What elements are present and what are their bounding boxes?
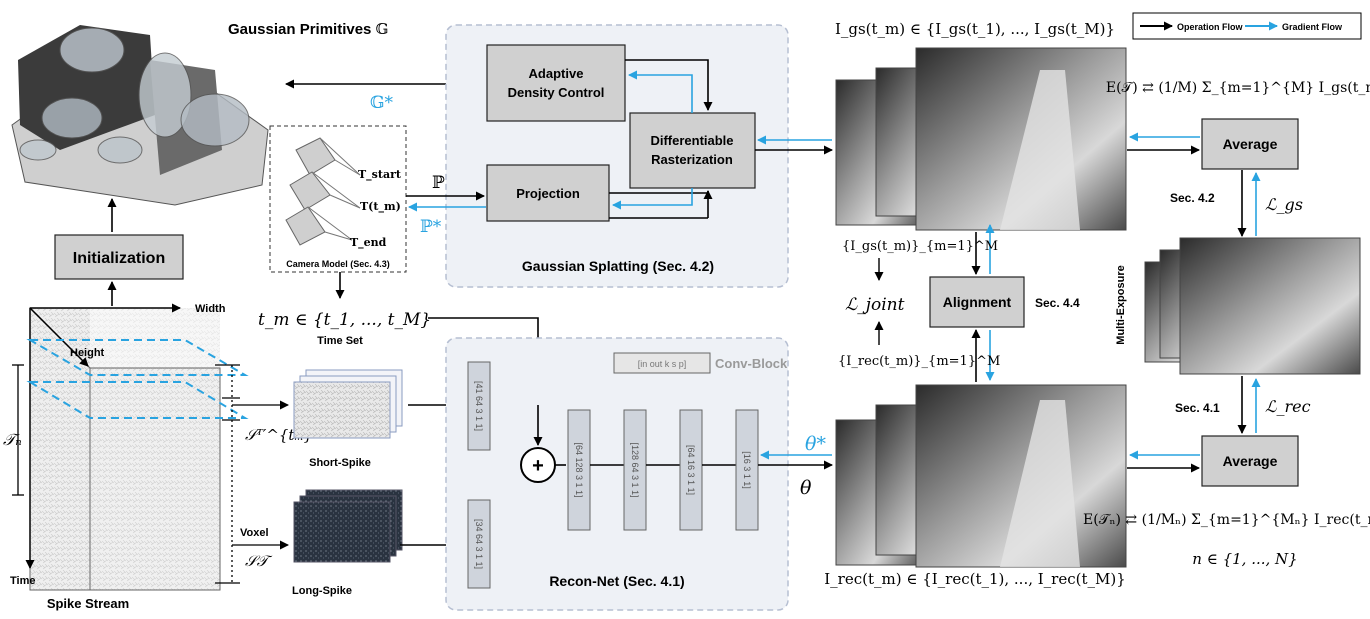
gs-image-stack: I_gs(t_m) ∈ {I_gs(t_1), ..., I_gs(t_M)} — [835, 20, 1127, 231]
recon-net-region: [in out k s p] Conv-Block [41 64 3 1 1] … — [445, 337, 833, 611]
camera-model: T_start T(t_m) T_end Camera Model (Sec. … — [269, 125, 486, 299]
adaptive-density-line2: Density Control — [508, 85, 605, 100]
time-set-formula: t_m ∈ {t_1, ..., t_M} — [258, 310, 431, 330]
sec-4-1-label: Sec. 4.1 — [1175, 401, 1220, 415]
rec-set-label: {I_rec(t_m)}_{m=1}^M — [838, 354, 1000, 369]
n-set-label: n ∈ {1, ..., N} — [1192, 550, 1297, 568]
conv-block-legend-name: Conv-Block — [715, 356, 788, 371]
alignment-sec: Sec. 4.4 — [1035, 296, 1080, 310]
recon-net-label: Recon-Net (Sec. 4.1) — [549, 573, 684, 589]
t-start-label: T_start — [358, 168, 402, 182]
p-label: ℙ — [432, 173, 445, 193]
gs-average-branch: E(𝒯) ⇄ (1/M) Σ_{m=1}^{M} I_gs(t_m) Avera… — [1106, 80, 1370, 237]
i-gs-formula: I_gs(t_m) ∈ {I_gs(t_1), ..., I_gs(t_M)} — [835, 20, 1115, 38]
long-spike-images: Long-Spike — [292, 484, 543, 597]
conv-block-5: [64 16 3 1 1] — [686, 445, 696, 495]
average-gs-label: Average — [1223, 136, 1278, 152]
conv-block-1: [41 64 3 1 1] — [474, 381, 484, 431]
initialization-label: Initialization — [73, 250, 165, 267]
time-set-label: Time Set — [317, 335, 363, 347]
width-axis-label: Width — [195, 303, 226, 315]
projection-label: Projection — [516, 186, 580, 201]
conv-block-3: [64 128 3 1 1] — [574, 442, 584, 497]
spike-stream-label: Spike Stream — [47, 596, 129, 611]
theta-star-label: θ* — [805, 433, 826, 455]
legend-operation: Operation Flow — [1177, 22, 1244, 32]
gaussian-splatting-region: Adaptive Density Control Differentiable … — [445, 24, 833, 288]
height-axis-label: Height — [70, 347, 105, 359]
e-rec-formula: E(𝒯ₙ) ⇄ (1/Mₙ) Σ_{m=1}^{Mₙ} I_rec(t_m^n) — [1083, 512, 1370, 528]
alignment: Alignment Sec. 4.4 {I_gs(t_m)}_{m=1}^M ℒ… — [838, 224, 1080, 382]
sec-4-2-label: Sec. 4.2 — [1170, 191, 1215, 205]
adaptive-density-line1: Adaptive — [529, 66, 584, 81]
rec-image-stack: I_rec(t_m) ∈ {I_rec(t_1), ..., I_rec(t_M… — [824, 384, 1127, 588]
g-star-label: 𝔾* — [370, 93, 394, 113]
tn-label: 𝒯ₙ — [3, 430, 22, 449]
average-rec-label: Average — [1223, 453, 1278, 469]
p-star-label: ℙ* — [420, 217, 442, 237]
t-end-label: T_end — [350, 236, 387, 250]
l-gs-label: ℒ_gs — [1265, 195, 1303, 214]
gs-set-label: {I_gs(t_m)}_{m=1}^M — [842, 239, 998, 254]
conv-block-6: [16 3 1 1] — [742, 451, 752, 489]
legend: Operation Flow Gradient Flow — [1132, 12, 1362, 40]
multi-exposure-stack: Multi-Exposure — [1115, 237, 1361, 375]
l-rec-label: ℒ_rec — [1265, 397, 1311, 416]
time-set: t_m ∈ {t_1, ..., t_M} Time Set — [258, 310, 543, 449]
rec-average-branch: Sec. 4.1 ℒ_rec Average E(𝒯ₙ) ⇄ (1/Mₙ) Σ_… — [1083, 376, 1370, 568]
voxel-label: Voxel — [240, 527, 269, 539]
e-gs-formula: E(𝒯) ⇄ (1/M) Σ_{m=1}^{M} I_gs(t_m) — [1106, 80, 1370, 96]
initialization: Initialization — [54, 198, 184, 306]
sum-node: + — [532, 455, 544, 477]
time-axis-label: Time — [10, 575, 35, 587]
conv-block-2: [34 64 3 1 1] — [474, 519, 484, 569]
rasterization-line2: Rasterization — [651, 152, 733, 167]
long-spike-label: Long-Spike — [292, 585, 352, 597]
multi-exposure-label: Multi-Exposure — [1115, 265, 1127, 344]
alignment-label: Alignment — [943, 294, 1012, 310]
conv-block-4: [128 64 3 1 1] — [630, 442, 640, 497]
spike-stream: Width Time Height 𝒯ₙ Spike Stream 𝒮ᵀ′^{t… — [3, 303, 313, 611]
short-spike-label: Short-Spike — [309, 457, 371, 469]
t-m-label: T(t_m) — [360, 200, 401, 214]
i-rec-formula: I_rec(t_m) ∈ {I_rec(t_1), ..., I_rec(t_M… — [824, 570, 1126, 588]
conv-block-legend-box: [in out k s p] — [638, 359, 687, 369]
gaussian-primitives-illustration: Gaussian Primitives 𝔾 𝔾* — [11, 20, 460, 206]
gaussian-primitives-title: Gaussian Primitives 𝔾 — [228, 20, 388, 38]
gaussian-splatting-label: Gaussian Splatting (Sec. 4.2) — [522, 258, 714, 274]
legend-gradient: Gradient Flow — [1282, 22, 1343, 32]
camera-model-label: Camera Model (Sec. 4.3) — [286, 259, 390, 269]
theta-label: θ — [800, 477, 812, 499]
s-long-label: 𝒮𝒯 — [245, 552, 273, 570]
joint-loss-label: ℒ_joint — [845, 295, 905, 315]
rasterization-line1: Differentiable — [650, 133, 733, 148]
